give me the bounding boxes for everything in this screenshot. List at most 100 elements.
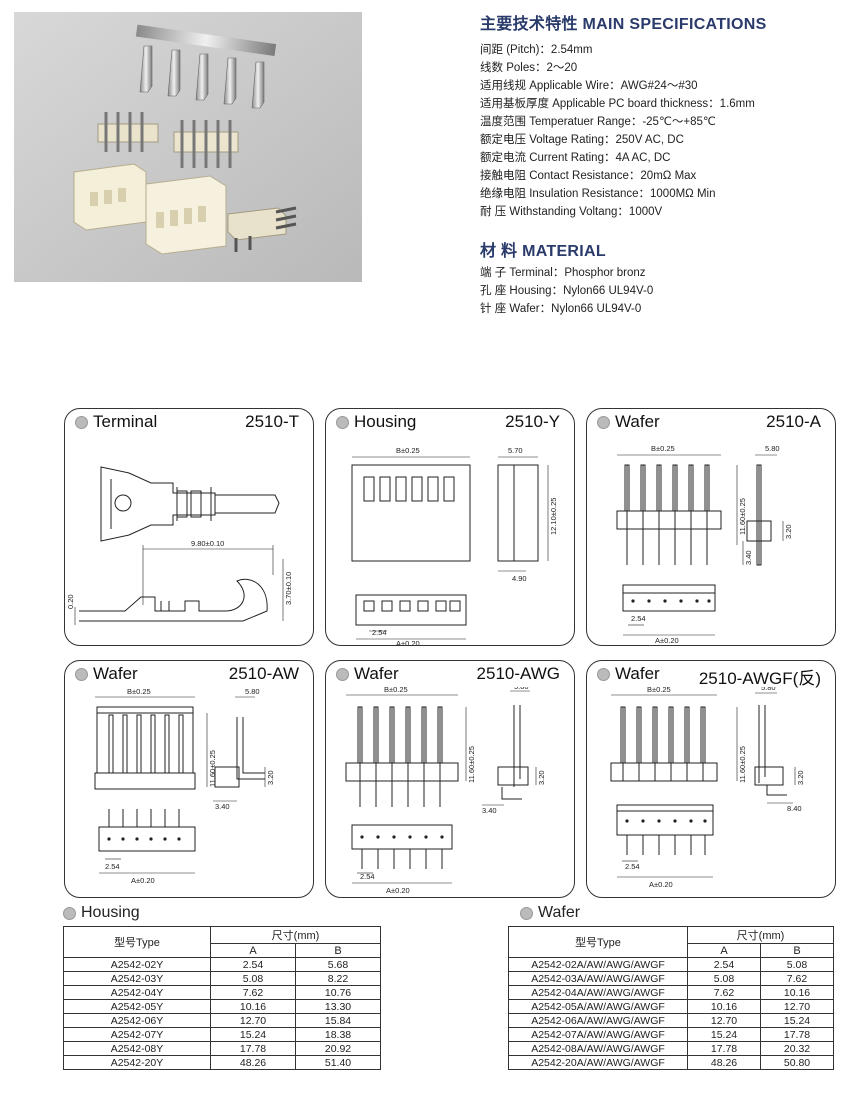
dim-terminal-length: 9.80±0.10 (191, 539, 224, 548)
wafer-awgf-drawing: B±0.25 5.80 11.60±0.25 3.20 8.40 2.54 A±… (610, 687, 805, 889)
spec-item: 绝缘电阻 Insulation Resistance：1000MΩ Min (480, 188, 716, 200)
wafer-a-drawing: B±0.25 5.80 11.60±0.25 3.20 3.40 2.54 A±… (616, 444, 793, 645)
dim-wafer-pitch: 2.54 (360, 872, 375, 881)
dim-wafer-pin: 3.40 (744, 550, 753, 565)
bullet-icon (75, 415, 88, 429)
dim-housing-height: 12.10±0.25 (549, 498, 558, 535)
panel-title: Wafer (615, 412, 660, 431)
panel-code: 2510-T (245, 412, 299, 431)
bullet-icon (597, 415, 610, 429)
product-photo (14, 12, 362, 282)
bullet-icon (336, 415, 349, 429)
dim-wafer-a: A±0.20 (649, 880, 673, 889)
dim-wafer-height: 11.60±0.25 (738, 746, 747, 783)
col-b-header: B (295, 943, 381, 958)
bullet-icon (75, 667, 88, 681)
dim-wafer-pitch: 2.54 (631, 614, 646, 623)
dim-wafer-base: 3.20 (796, 770, 805, 785)
spec-item: 接触电阻 Contact Resistance：20mΩ Max (480, 170, 697, 182)
material-item: 针 座 Wafer：Nylon66 UL94V-0 (480, 303, 642, 315)
housing-table-heading: Housing (63, 904, 140, 922)
dim-wafer-width: 5.80 (245, 687, 260, 696)
panel-title: Wafer (354, 664, 399, 683)
dim-wafer-b: B±0.25 (647, 687, 671, 694)
dim-wafer-b: B±0.25 (127, 687, 151, 696)
col-a-header: A (687, 943, 761, 958)
dim-wafer-b: B±0.25 (651, 444, 675, 453)
panel-title: Wafer (615, 664, 660, 683)
wafer-image (97, 112, 239, 168)
right-angle-wafer-image (227, 206, 297, 252)
col-type-header: 型号Type (63, 926, 211, 958)
bullet-icon (336, 667, 349, 681)
panel-code: 2510-Y (505, 412, 560, 431)
dim-wafer-height: 11.60±0.25 (467, 746, 476, 783)
dim-wafer-pitch: 2.54 (105, 862, 120, 871)
panel-title: Wafer (93, 664, 138, 683)
bullet-icon (597, 667, 610, 681)
dim-terminal-thickness: 0.20 (66, 594, 75, 609)
housing-drawing: B±0.25 5.70 12.10±0.25 4.90 2.54 A±0.20 (351, 446, 558, 645)
dim-terminal-height: 3.70±0.10 (284, 572, 293, 605)
bullet-icon (520, 906, 533, 920)
col-a-header: A (210, 943, 296, 958)
material-item: 孔 座 Housing：Nylon66 UL94V-0 (480, 285, 654, 297)
panel-title: Housing (354, 412, 417, 431)
wafer-awg-drawing: B±0.25 5.80 11.60±0.25 3.20 3.40 2.54 A±… (345, 687, 546, 895)
dim-housing-depth: 4.90 (512, 574, 527, 583)
panel-code: 2510-A (766, 412, 821, 431)
panel-code: 2510-AW (228, 664, 299, 683)
panel-terminal: Terminal 2510-T 9.80±0.10 3.70±0.10 0.20 (64, 408, 314, 646)
spec-item: 耐 压 Withstanding Voltang：1000V (480, 206, 663, 218)
panel-wafer-awgf: Wafer 2510-AWGF(反) B±0.25 5.80 11.60±0.2… (586, 660, 836, 898)
dim-wafer-base: 3.20 (266, 770, 275, 785)
panel-wafer-awg: Wafer 2510-AWG B±0.25 5.80 11.60±0.25 3.… (325, 660, 575, 898)
material-list: 端 子 Terminal：Phosphor bronz 孔 座 Housing：… (480, 264, 653, 318)
panel-title: Terminal (93, 412, 158, 431)
specs-title: 主要技术特性 MAIN SPECIFICATIONS (480, 16, 767, 33)
dim-wafer-height: 11.60±0.25 (208, 750, 217, 787)
spec-item: 适用线规 Applicable Wire：AWG#24～#30 (480, 80, 698, 92)
panel-code: 2510-AWG (476, 664, 560, 683)
panel-wafer-a: Wafer 2510-A B±0.25 5.80 11.60±0.25 3.20… (586, 408, 836, 646)
dim-wafer-width: 5.80 (514, 687, 529, 691)
terminal-drawing: 9.80±0.10 3.70±0.10 0.20 (66, 466, 293, 625)
col-b-header: B (760, 943, 834, 958)
wafer-table-title: Wafer (538, 904, 581, 921)
dim-wafer-a: A±0.20 (655, 636, 679, 645)
dim-wafer-a: A±0.20 (131, 876, 155, 885)
wafer-table-heading: Wafer (520, 904, 580, 922)
spec-item: 适用基板厚度 Applicable PC board thickness：1.6… (480, 98, 755, 110)
spec-item: 额定电流 Current Rating：4A AC, DC (480, 152, 671, 164)
material-item: 端 子 Terminal：Phosphor bronz (480, 267, 646, 279)
housing-table-title: Housing (81, 904, 140, 921)
wafer-aw-drawing: B±0.25 5.80 11.60±0.25 3.20 3.40 2.54 A±… (94, 687, 275, 885)
dim-wafer-pin: 8.40 (787, 804, 802, 813)
dim-wafer-pin: 3.40 (215, 802, 230, 811)
specs-list: 间距 (Pitch)：2.54mm 线数 Poles：2～20 适用线规 App… (480, 41, 755, 221)
col-type-header: 型号Type (508, 926, 688, 958)
dim-wafer-height: 11.60±0.25 (738, 498, 747, 535)
housing-image (73, 163, 227, 255)
dim-housing-b: B±0.25 (396, 446, 420, 455)
dim-housing-width: 5.70 (508, 446, 523, 455)
dim-wafer-b: B±0.25 (384, 687, 408, 694)
dim-housing-a: A±0.20 (396, 639, 420, 645)
terminal-strip-image (135, 24, 277, 109)
dim-wafer-pin: 3.40 (482, 806, 497, 815)
dim-wafer-a: A±0.20 (386, 886, 410, 895)
material-title: 材 料 MATERIAL (480, 243, 606, 260)
